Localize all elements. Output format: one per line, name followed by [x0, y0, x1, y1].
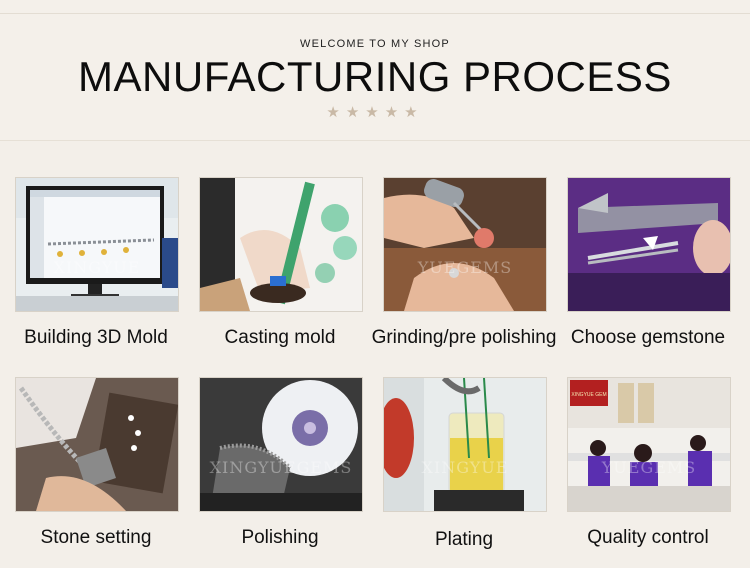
grinding-tool-image	[384, 178, 546, 311]
step-caption: Grinding/pre polishing	[371, 327, 557, 348]
top-divider	[0, 13, 750, 14]
workshop-image	[568, 378, 730, 511]
shop-sign: XINGYUE GEM	[571, 392, 607, 398]
polishing-wheel-image	[200, 378, 362, 511]
photo-quality-control: XINGYUE GEM YUEGEMS	[567, 377, 731, 512]
photo-3d-mold: XINGYUE	[15, 177, 179, 312]
photo-choose-gemstone	[567, 177, 731, 312]
watermark-text: XINGYUE	[421, 458, 509, 477]
watermark-text: YUEGEMS	[601, 458, 697, 477]
photo-grinding: YUEGEMS	[383, 177, 547, 312]
step-caption: Building 3D Mold	[24, 327, 168, 348]
page-title: MANUFACTURING PROCESS	[78, 53, 672, 100]
step-caption: Plating	[434, 529, 494, 550]
photo-polishing: XINGYUEGEMS	[199, 377, 363, 512]
watermark-text: XINGYUE	[53, 258, 141, 277]
stone-setting-image	[16, 378, 178, 511]
photo-stone-setting	[15, 377, 179, 512]
step-caption: Stone setting	[40, 527, 152, 548]
step-caption: Choose gemstone	[570, 327, 726, 348]
welcome-text: WELCOME TO MY SHOP	[300, 38, 450, 50]
casting-tree-image	[200, 178, 362, 311]
photo-casting-mold	[199, 177, 363, 312]
step-caption: Quality control	[587, 527, 709, 548]
monitor-cad-image	[16, 178, 178, 311]
rating-stars-icon: ★★★★★	[326, 104, 424, 121]
photo-plating: XINGYUE	[383, 377, 547, 512]
page-header: WELCOME TO MY SHOP MANUFACTURING PROCESS…	[0, 0, 750, 141]
gemstone-tweezers-image	[568, 178, 730, 311]
step-caption: Casting mold	[224, 327, 336, 348]
step-caption: Polishing	[241, 527, 319, 548]
watermark-text: YUEGEMS	[417, 258, 513, 277]
plating-beaker-image	[384, 378, 546, 511]
watermark-text: XINGYUEGEMS	[209, 458, 353, 477]
